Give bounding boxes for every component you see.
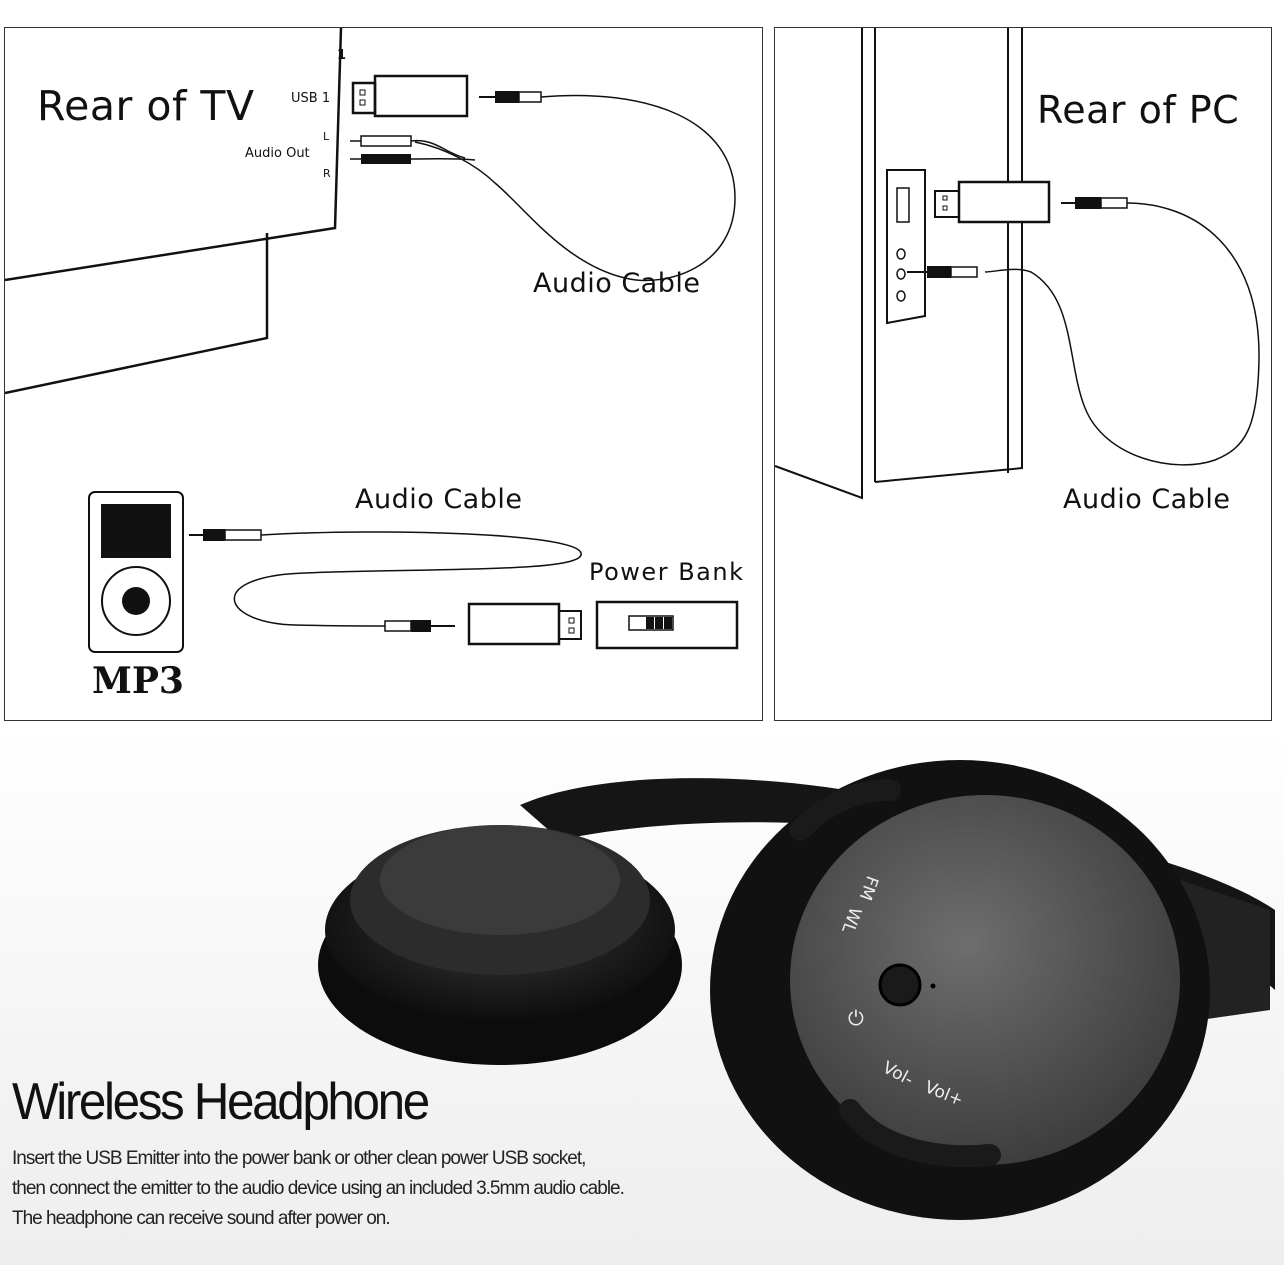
mp3-cable-label: Audio Cable (355, 484, 523, 515)
power-bank-label: Power Bank (589, 558, 745, 586)
description-line-3: The headphone can receive sound after po… (12, 1208, 391, 1229)
description-line-2: then connect the emitter to the audio de… (12, 1178, 625, 1199)
product-title: Wireless Headphone (12, 1073, 430, 1131)
power-icon: ⏻ (848, 1006, 864, 1030)
right-channel-label: R (323, 167, 331, 180)
description-line-1: Insert the USB Emitter into the power ba… (12, 1148, 586, 1169)
audio-out-label: Audio Out (245, 146, 310, 161)
tv-title: Rear of TV (37, 82, 255, 130)
headphone-photo: FM WL ⏻ Vol- Vol+ (0, 730, 1284, 1265)
headphone-illustration (318, 760, 1275, 1220)
pc-connection-panel: Rear of PC Audio Cable (774, 27, 1272, 721)
pc-title: Rear of PC (1037, 88, 1240, 132)
tv-connection-panel: Rear of TV 1 USB 1 Audio Out L R Audio C… (4, 27, 763, 721)
tv-cable-label: Audio Cable (533, 268, 701, 299)
left-channel-label: L (323, 130, 330, 143)
mp3-label: MP3 (92, 660, 184, 702)
usb-label: USB 1 (291, 91, 331, 106)
pc-cable-label: Audio Cable (1063, 484, 1231, 515)
pc-diagram-drawing (775, 28, 1260, 500)
port-number: 1 (337, 48, 347, 63)
tv-diagram-drawing (5, 28, 739, 653)
